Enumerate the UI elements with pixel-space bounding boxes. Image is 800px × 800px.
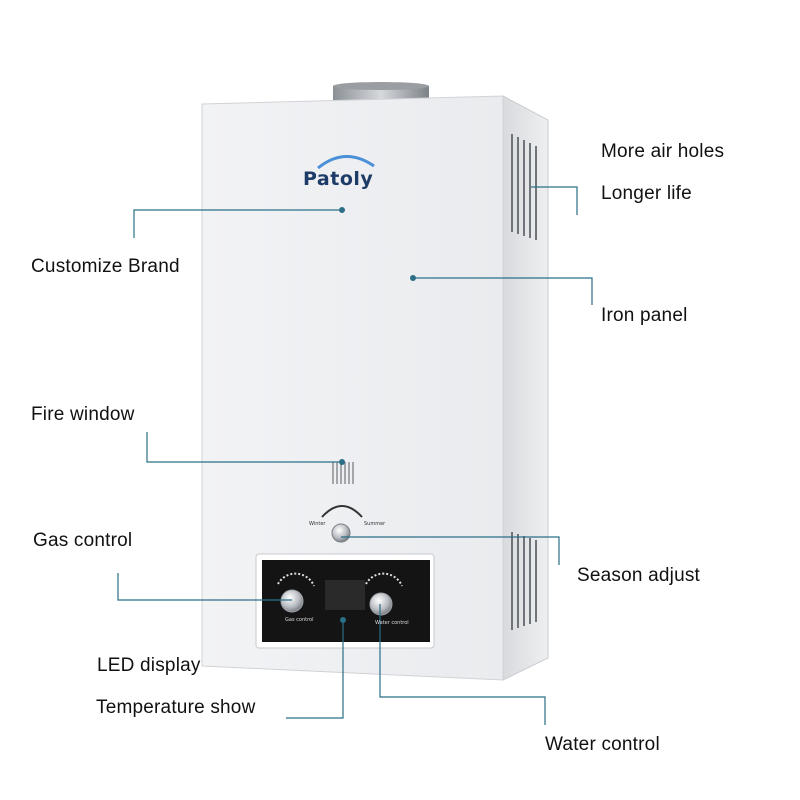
- fire-window-dot: [339, 459, 345, 465]
- brand-swoosh: [317, 155, 375, 170]
- fire-window-slots: [332, 462, 354, 484]
- callout-iron-panel: Iron panel: [601, 305, 688, 326]
- callout-fire-window: Fire window: [31, 404, 135, 425]
- callout-season-adjust: Season adjust: [577, 565, 701, 586]
- callout-customize-brand: Customize Brand: [31, 256, 180, 277]
- led-display-dot: [340, 617, 346, 623]
- callout-more-air-holes: More air holes: [601, 141, 725, 162]
- heater-body: [201, 95, 549, 681]
- callout-gas-control: Gas control: [33, 530, 133, 551]
- brand-logo-text: Patoly: [303, 168, 374, 190]
- gas-knob-label: Gas control: [285, 617, 314, 623]
- summer-label: Summer: [364, 521, 386, 527]
- side-air-holes: [511, 134, 537, 630]
- callout-led-display: LED display: [97, 655, 201, 676]
- control-panel: [255, 553, 435, 649]
- callout-temperature-show: Temperature show: [96, 697, 256, 718]
- callout-longer-life: Longer life: [601, 183, 692, 204]
- iron-panel-dot: [410, 275, 416, 281]
- water-knob-label: Water control: [375, 620, 409, 626]
- winter-label: Winter: [309, 521, 326, 527]
- callout-water-control: Water control: [545, 734, 660, 755]
- callout-leader-lines: [117, 186, 593, 725]
- brand-dot: [339, 207, 345, 213]
